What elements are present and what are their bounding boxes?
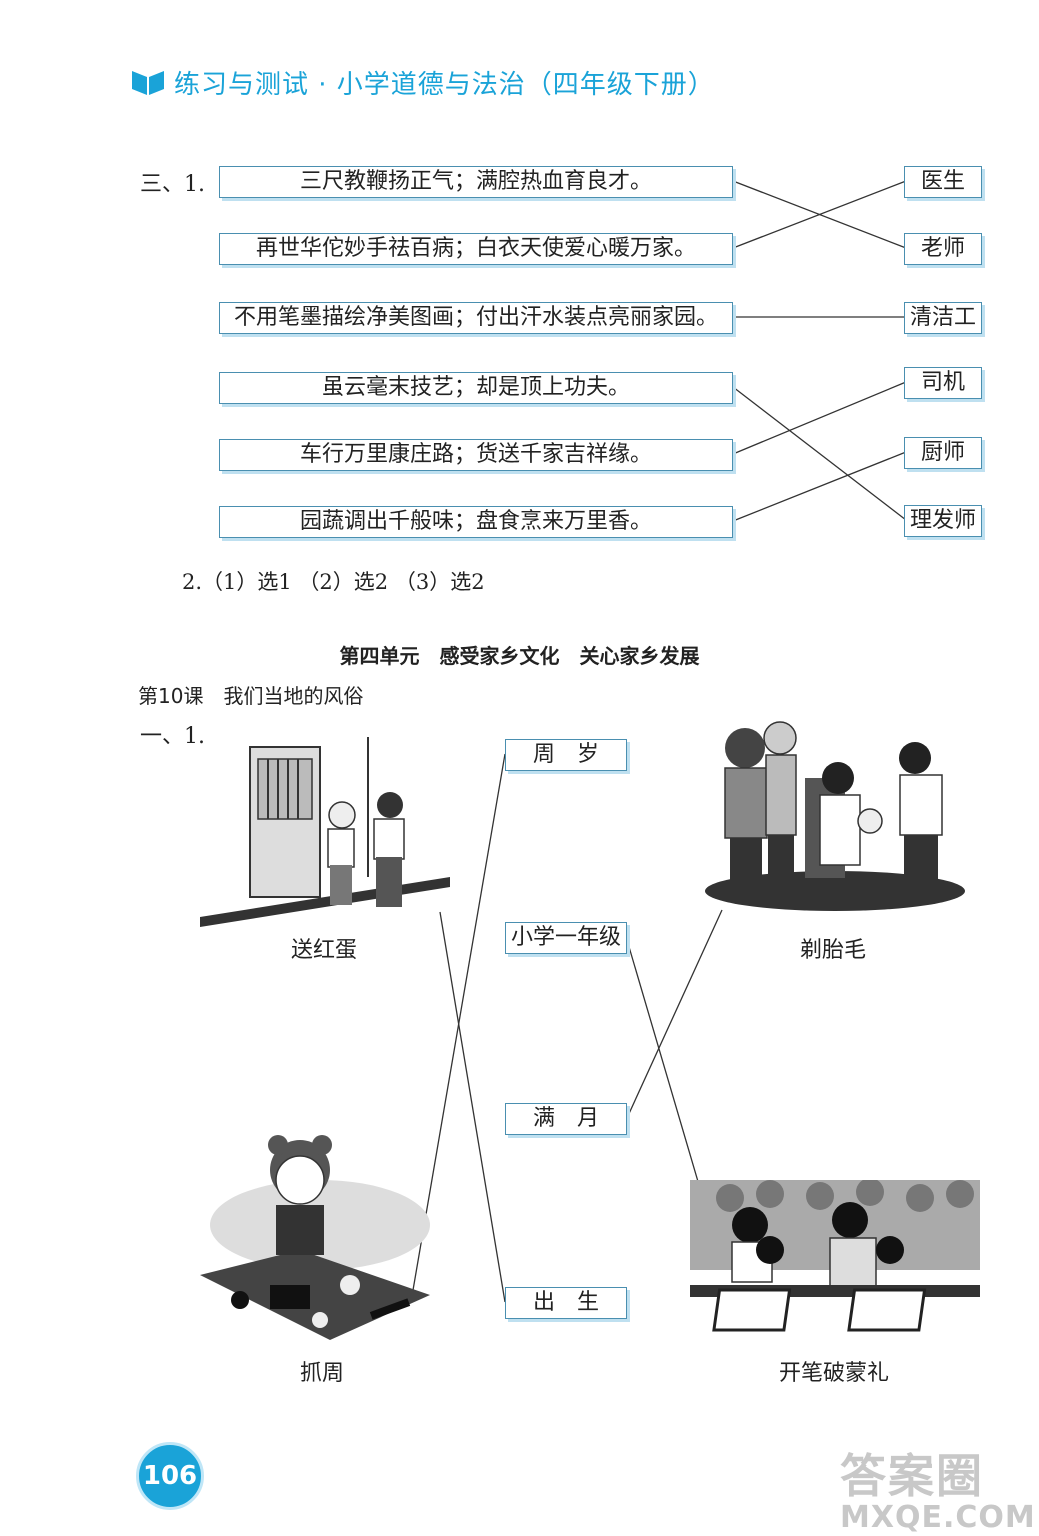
custom-box-full-month: 满 月: [505, 1103, 627, 1135]
page-header: 练习与测试 · 小学道德与法治（四年级下册）: [130, 62, 715, 102]
phrase-box-6: 园蔬调出千般味；盘食烹来万里香。: [219, 506, 733, 538]
illustration-send-red-eggs: [200, 737, 450, 927]
section1-label: 一、1.: [140, 724, 205, 749]
watermark-bottom: MXQE.COM: [840, 1500, 1036, 1535]
page-number: 106: [136, 1442, 204, 1510]
book-icon: [132, 71, 164, 95]
phrase-box-1: 三尺教鞭扬正气；满腔热血育良才。: [219, 166, 733, 198]
job-box-doctor: 医生: [904, 166, 982, 198]
caption-send-red-eggs: 送红蛋: [290, 938, 357, 963]
job-box-teacher: 老师: [904, 233, 982, 265]
section3-label: 三、1.: [140, 172, 205, 197]
phrase-box-2: 再世华佗妙手祛百病；白衣天使爱心暖万家。: [219, 233, 733, 265]
caption-zhuazhou: 抓周: [299, 1361, 344, 1386]
unit-title: 第四单元 感受家乡文化 关心家乡发展: [339, 644, 700, 668]
watermark-top: 答案圈: [840, 1449, 984, 1503]
job-box-cleaner: 清洁工: [904, 302, 982, 334]
answer-2: 2.（1）选1 （2）选2 （3）选2: [182, 570, 485, 594]
watermark: 答案圈 MXQE.COM: [840, 1440, 1036, 1535]
caption-shave-baby-hair: 剃胎毛: [799, 938, 866, 963]
custom-box-first-grade: 小学一年级: [505, 922, 627, 954]
phrase-box-4: 虽云毫末技艺；却是顶上功夫。: [219, 372, 733, 404]
job-box-chef: 厨师: [904, 437, 982, 469]
custom-box-first-birthday: 周 岁: [505, 739, 627, 771]
custom-box-birth: 出 生: [505, 1287, 627, 1319]
caption-first-writing-ceremony: 开笔破蒙礼: [778, 1361, 889, 1386]
illustration-zhuazhou: [200, 1135, 430, 1340]
header-title: 练习与测试 · 小学道德与法治（四年级下册）: [174, 69, 715, 100]
job-box-barber: 理发师: [904, 505, 982, 537]
lesson-title: 第10课 我们当地的风俗: [138, 684, 364, 708]
phrase-box-5: 车行万里康庄路；货送千家吉祥缘。: [219, 439, 733, 471]
illustration-shave-baby-hair: [705, 721, 965, 911]
phrase-box-3: 不用笔墨描绘净美图画；付出汗水装点亮丽家园。: [219, 302, 733, 334]
illustration-first-writing-ceremony: [690, 1180, 980, 1332]
job-box-driver: 司机: [904, 367, 982, 399]
